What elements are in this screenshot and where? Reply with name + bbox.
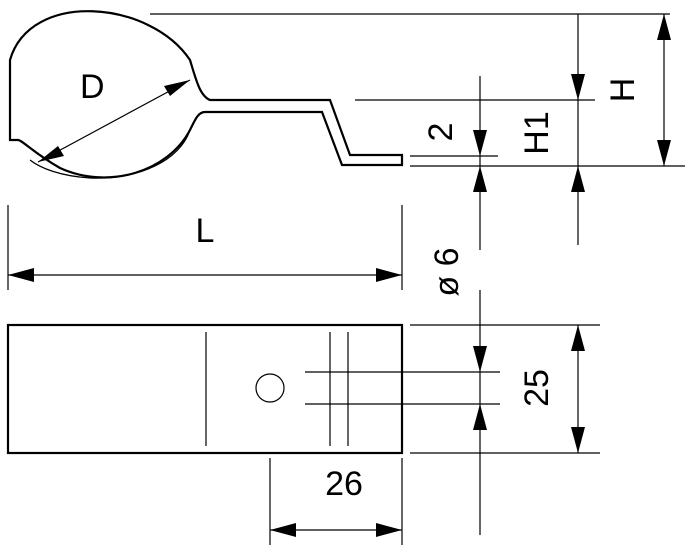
hole-diameter-dimension: ø 6 — [428, 247, 466, 296]
hole-diameter-label: ø 6 — [428, 247, 466, 296]
length-label: L — [196, 212, 215, 250]
height1-label: H1 — [518, 111, 556, 154]
pipe-circle-outline — [29, 129, 191, 179]
hole-offset-dimension: 26 — [269, 458, 403, 545]
height-dimensions: H H1 2 — [150, 13, 685, 250]
diameter-dimension: D — [37, 68, 191, 163]
height-label: H — [604, 78, 642, 103]
hole-dimension-lines — [473, 290, 487, 535]
side-view — [8, 10, 404, 179]
length-dimension: L — [7, 205, 403, 290]
clamp-profile — [8, 10, 404, 179]
thickness-label: 2 — [422, 123, 460, 142]
mounting-hole — [255, 373, 285, 403]
hole-offset-label: 26 — [325, 465, 363, 503]
top-view — [6, 323, 500, 455]
diameter-label: D — [80, 68, 105, 106]
width-label: 25 — [518, 369, 556, 407]
width-dimension: 25 — [410, 324, 600, 454]
plate-outline — [6, 323, 404, 455]
